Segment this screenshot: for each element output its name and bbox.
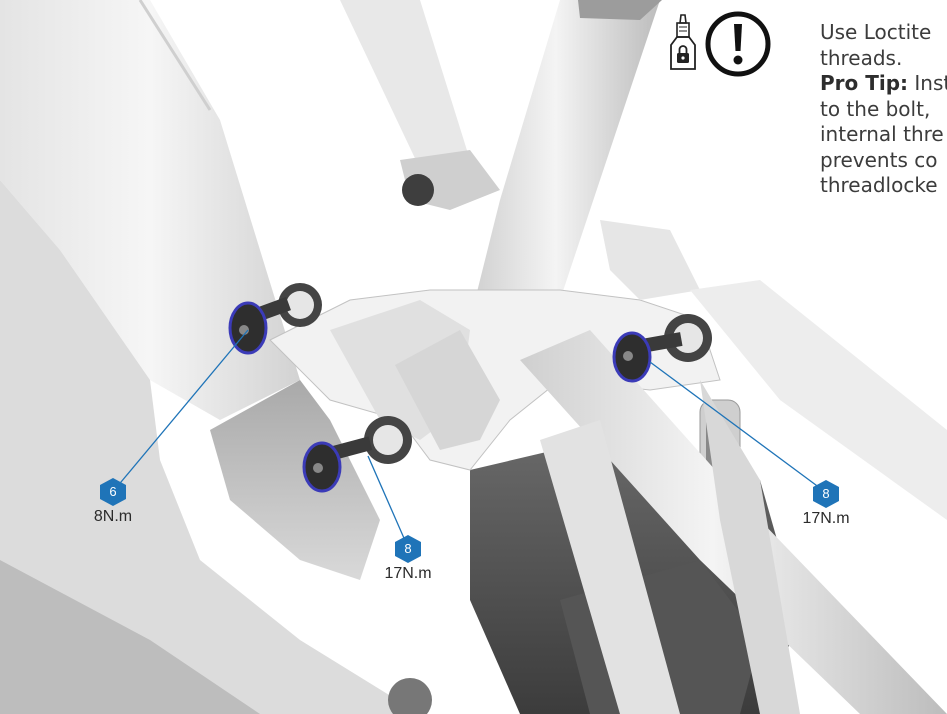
note-line-6: prevents co <box>820 147 938 172</box>
instruction-note: Use Loctite threads. Pro Tip: Inst to th… <box>820 20 947 199</box>
hex-size: 8 <box>404 541 412 556</box>
hex-key-icon <box>395 535 421 563</box>
upper-pivot <box>402 174 434 206</box>
seat-stays <box>520 280 947 714</box>
seat-tube <box>470 0 662 340</box>
note-line-7: threadlocke <box>820 173 938 197</box>
threadlocker-bottle-icon <box>670 14 696 70</box>
pro-tip-line: Pro Tip: Inst <box>820 71 947 97</box>
callout-bolt-left: 6 8N.m <box>68 477 158 526</box>
hex-size: 6 <box>109 484 117 499</box>
bolt-center <box>302 436 373 493</box>
note-line-4: to the bolt, <box>820 96 931 121</box>
callout-bolt-right: 8 17N.m <box>781 479 871 528</box>
exclamation-warning-icon <box>705 11 771 77</box>
torque-value: 8N.m <box>93 508 133 525</box>
link-yoke <box>269 150 721 471</box>
torque-value: 17N.m <box>802 510 850 527</box>
leader-lines <box>115 329 825 546</box>
lower-pivot <box>388 678 432 714</box>
frame-cavity <box>210 380 380 580</box>
down-tube <box>0 0 420 714</box>
pro-tip-text: Inst <box>908 71 947 95</box>
callout-bolt-center: 8 17N.m <box>363 534 453 583</box>
torque-value: 17N.m <box>384 565 432 582</box>
pivot-bore-center <box>364 416 412 464</box>
note-line-1: Use Loctite <box>820 20 932 44</box>
hex-size: 8 <box>822 486 830 501</box>
bolt-right <box>612 331 683 383</box>
top-tube <box>340 0 470 190</box>
note-line-2: threads. <box>820 45 903 70</box>
hex-key-icon <box>813 480 839 508</box>
pro-tip-label: Pro Tip: <box>820 71 909 95</box>
hex-key-icon <box>100 478 126 506</box>
pivot-bore-left <box>278 283 322 327</box>
note-line-5: internal thre <box>820 122 944 146</box>
